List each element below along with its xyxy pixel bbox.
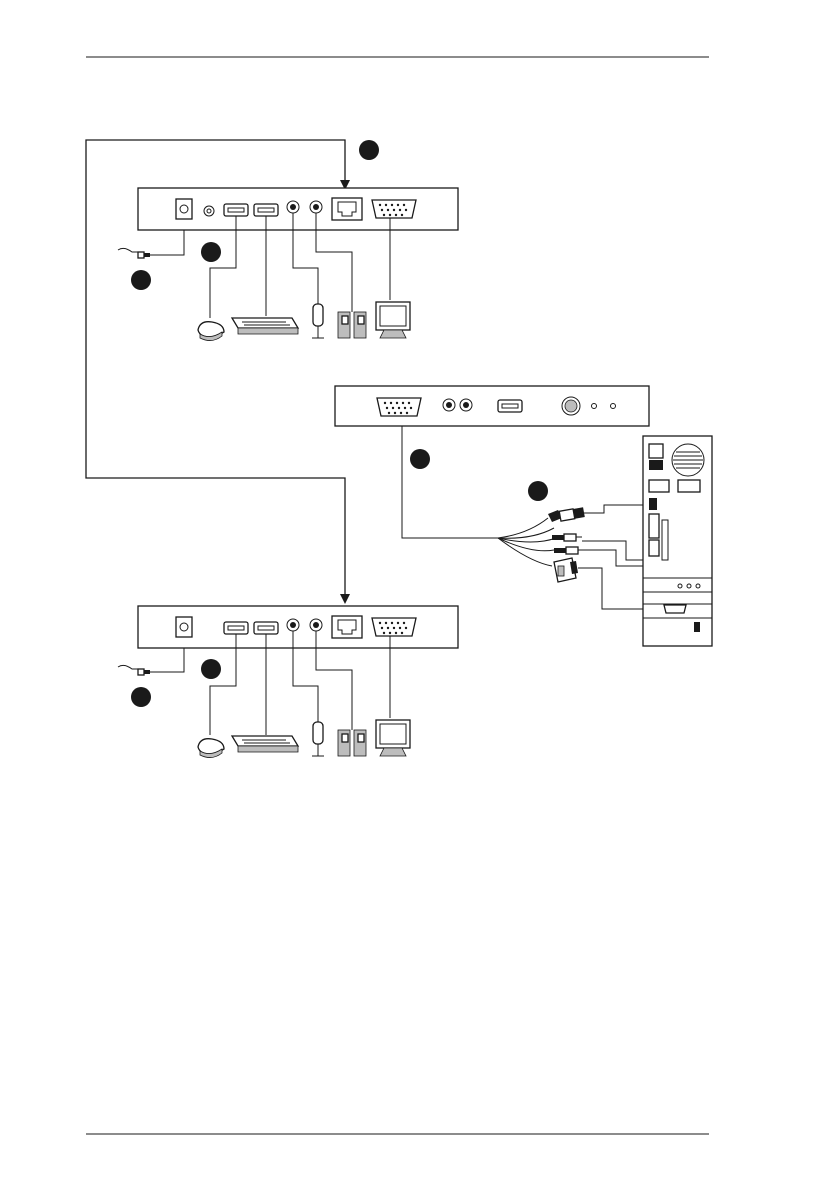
power-plug-icon	[118, 665, 150, 675]
callout-badge	[131, 270, 151, 290]
callout-badge	[410, 449, 430, 469]
monitor-icon	[376, 302, 410, 338]
callout-badge	[359, 140, 379, 160]
callout-badge	[131, 687, 151, 707]
microphone-icon	[312, 722, 324, 756]
power-plug-icon	[118, 248, 150, 258]
speakers-icon	[338, 730, 366, 756]
microphone-icon	[312, 304, 324, 338]
monitor-icon	[376, 720, 410, 756]
keyboard-icon	[232, 318, 298, 334]
computer-tower-icon	[643, 436, 712, 646]
mouse-icon	[198, 739, 224, 758]
keyboard-icon	[232, 736, 298, 752]
callout-badge	[201, 659, 221, 679]
bottom-receiver-unit	[138, 606, 458, 648]
mouse-icon	[198, 322, 224, 341]
usb-connector	[548, 505, 650, 522]
speakers-icon	[338, 312, 366, 338]
transmitter-unit	[335, 386, 649, 426]
callout-badge	[201, 242, 221, 262]
top-receiver-unit	[138, 188, 458, 230]
callout-badge	[528, 481, 548, 501]
